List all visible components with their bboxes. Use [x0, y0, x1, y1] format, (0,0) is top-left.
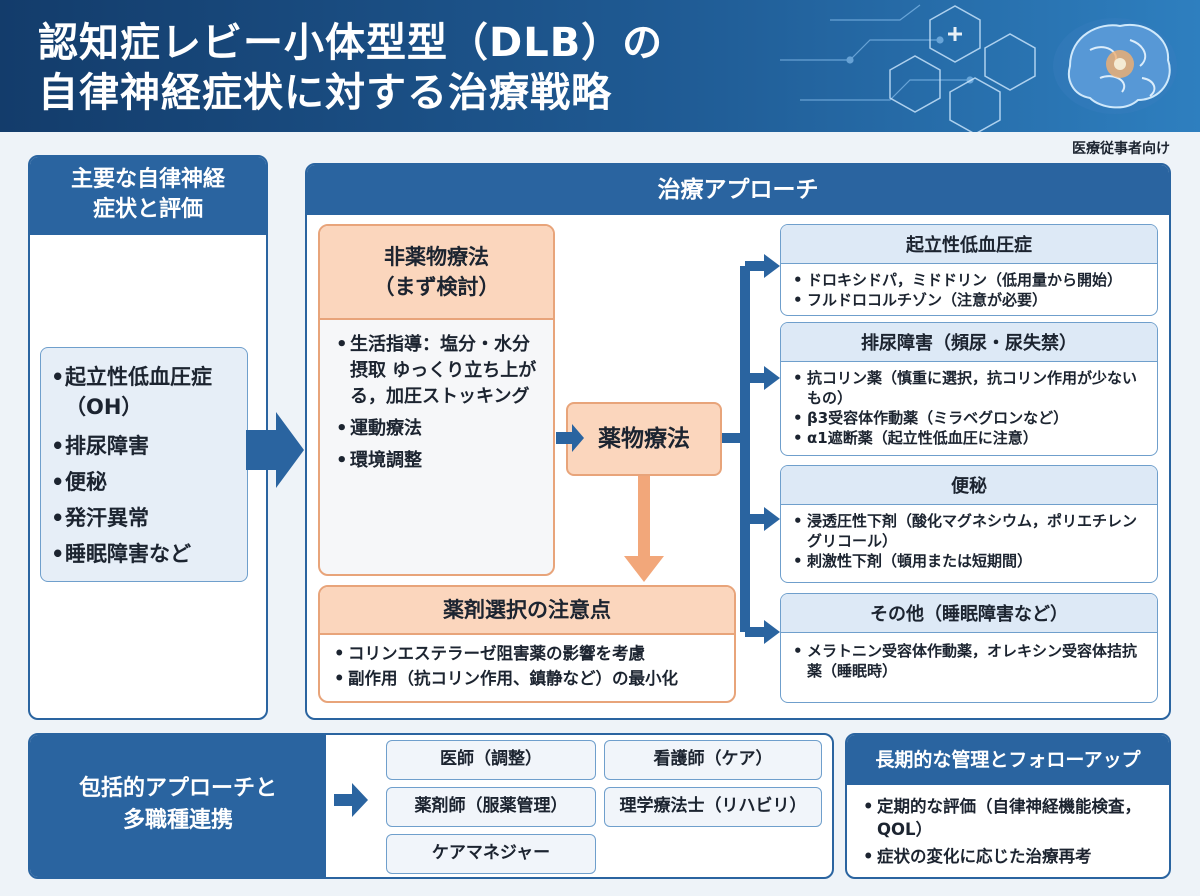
followup-item: 定期的な評価（自律神経機能検査，QOL） — [861, 795, 1161, 841]
category-item: フルドロコルチゾン（注意が必要） — [791, 290, 1151, 310]
title-line-2: 自律神経症状に対する治療戦略 — [38, 70, 612, 116]
symptom-item: 起立性低血圧症（OH） — [49, 362, 239, 422]
caution-item: 副作用（抗コリン作用、鎮静など）の最小化 — [332, 666, 726, 691]
drug-caution-heading: 薬剤選択の注意点 — [320, 587, 734, 635]
non-drug-item: 環境調整 — [334, 448, 543, 474]
followup-panel: 長期的な管理とフォローアップ 定期的な評価（自律神経機能検査，QOL） 症状の変… — [845, 733, 1171, 879]
category-heading: 排尿障害（頻尿・尿失禁） — [781, 323, 1157, 362]
category-item: 刺激性下剤（頓用または短期間） — [791, 551, 1151, 571]
symptoms-heading: 主要な自律神経 症状と評価 — [30, 157, 266, 235]
symptom-item: 便秘 — [49, 464, 239, 500]
symptoms-heading-line-2: 症状と評価 — [92, 197, 203, 222]
medical-brain-illustration — [780, 4, 1177, 132]
drug-therapy-label: 薬物療法 — [598, 426, 690, 452]
non-drug-item: 運動療法 — [334, 416, 543, 442]
drug-caution-card: 薬剤選択の注意点 コリンエステラーゼ阻害薬の影響を考慮 副作用（抗コリン作用、鎮… — [318, 585, 736, 703]
category-heading: その他（睡眠障害など） — [781, 594, 1157, 633]
followup-heading: 長期的な管理とフォローアップ — [847, 735, 1169, 785]
team-heading-line-1: 包括的アプローチと — [78, 776, 277, 801]
treatment-heading: 治療アプローチ — [307, 165, 1169, 215]
non-drug-title-line-1: 非薬物療法 — [384, 245, 489, 269]
category-card-orthostatic: 起立性低血圧症 ドロキシドパ，ミドドリン（低用量から開始） フルドロコルチゾン（… — [780, 224, 1158, 316]
role-care-manager: ケアマネジャー — [386, 834, 596, 874]
symptoms-panel: 主要な自律神経 症状と評価 起立性低血圧症（OH） 排尿障害 便秘 発汗異常 睡… — [28, 155, 268, 720]
category-item: 浸透圧性下剤（酸化マグネシウム，ポリエチレングリコール） — [791, 511, 1151, 551]
audience-label: 医療従事者向け — [1072, 141, 1170, 157]
symptoms-list-box: 起立性低血圧症（OH） 排尿障害 便秘 発汗異常 睡眠障害など — [40, 347, 248, 582]
non-drug-therapy-card: 非薬物療法 （まず検討） 生活指導：塩分・水分摂取 ゆっくり立ち上がる，加圧スト… — [318, 224, 555, 576]
category-item: α1遮断薬（起立性低血圧に注意） — [791, 428, 1151, 448]
symptom-item: 排尿障害 — [49, 428, 239, 464]
symptoms-heading-line-1: 主要な自律神経 — [70, 167, 225, 192]
non-drug-item: 生活指導：塩分・水分摂取 ゆっくり立ち上がる，加圧ストッキング — [334, 332, 543, 410]
non-drug-therapy-heading: 非薬物療法 （まず検討） — [320, 226, 553, 320]
category-card-urinary: 排尿障害（頻尿・尿失禁） 抗コリン薬（慎重に選択，抗コリン作用が少ないもの） β… — [780, 322, 1158, 456]
category-heading: 便秘 — [781, 466, 1157, 505]
team-heading-block: 包括的アプローチと 多職種連携 — [30, 735, 326, 877]
role-doctor: 医師（調整） — [386, 740, 596, 780]
category-item: メラトニン受容体作動薬，オレキシン受容体拮抗薬（睡眠時） — [791, 641, 1151, 681]
symptom-item: 発汗異常 — [49, 500, 239, 536]
title-line-1: 認知症レビー小体型型（DLB）の — [38, 20, 664, 66]
page-title: 認知症レビー小体型型（DLB）の 自律神経症状に対する治療戦略 — [38, 18, 663, 118]
category-card-constipation: 便秘 浸透圧性下剤（酸化マグネシウム，ポリエチレングリコール） 刺激性下剤（頓用… — [780, 465, 1158, 583]
drug-therapy-box: 薬物療法 — [566, 402, 722, 476]
role-nurse: 看護師（ケア） — [604, 740, 822, 780]
caution-item: コリンエステラーゼ阻害薬の影響を考慮 — [332, 641, 726, 666]
non-drug-title-line-2: （まず検討） — [373, 275, 500, 299]
category-card-other: その他（睡眠障害など） メラトニン受容体作動薬，オレキシン受容体拮抗薬（睡眠時） — [780, 593, 1158, 703]
category-item: β3受容体作動薬（ミラベグロンなど） — [791, 408, 1151, 428]
followup-item: 症状の変化に応じた治療再考 — [861, 845, 1161, 868]
category-item: 抗コリン薬（慎重に選択，抗コリン作用が少ないもの） — [791, 368, 1151, 408]
header-banner: 認知症レビー小体型型（DLB）の 自律神経症状に対する治療戦略 — [0, 0, 1200, 132]
role-physical-therapist: 理学療法士（リハビリ） — [604, 787, 822, 827]
category-heading: 起立性低血圧症 — [781, 225, 1157, 264]
category-item: ドロキシドパ，ミドドリン（低用量から開始） — [791, 270, 1151, 290]
symptom-item: 睡眠障害など — [49, 536, 239, 572]
team-heading-line-2: 多職種連携 — [122, 808, 233, 833]
role-pharmacist: 薬剤師（服薬管理） — [386, 787, 596, 827]
